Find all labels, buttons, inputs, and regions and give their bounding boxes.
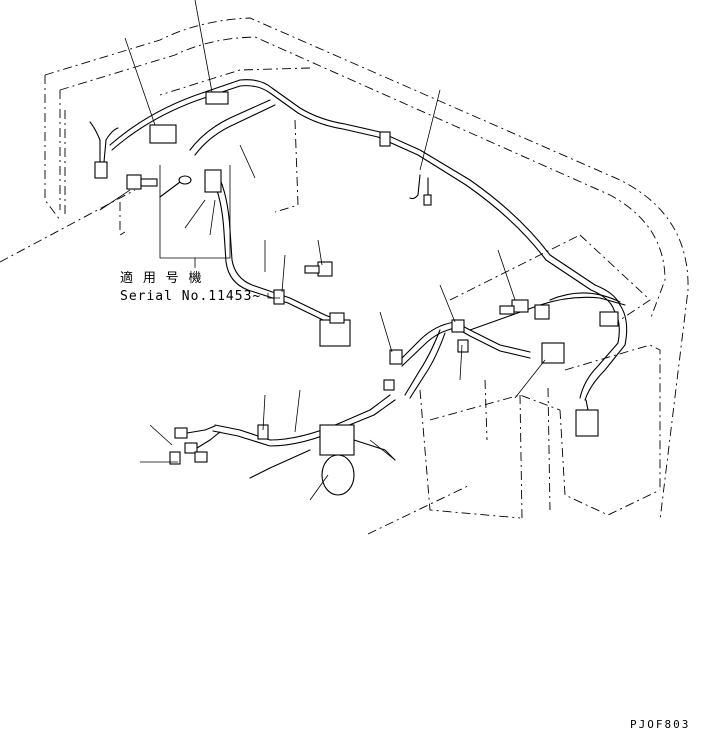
connector-left <box>149 124 177 144</box>
bolt-right <box>499 299 529 315</box>
connector-lower-right <box>575 409 599 437</box>
connectors <box>89 91 619 496</box>
main-harness <box>109 79 628 447</box>
serial-bracket <box>159 165 280 299</box>
drawing-code: PJOF803 <box>630 718 690 731</box>
leader-lines <box>99 0 546 501</box>
lower-bracket <box>319 424 355 456</box>
clamp-upper <box>204 169 222 193</box>
applicability-label-jp: 適 用 号 機 <box>120 270 202 286</box>
machine-outline <box>0 17 689 535</box>
connector-small-left <box>94 161 108 179</box>
clamp-center <box>319 319 351 347</box>
serial-number-label: Serial No.11453~ <box>120 289 261 304</box>
connector-right-mid <box>541 342 565 364</box>
bolt-center <box>304 261 333 277</box>
bolt-left <box>126 174 158 190</box>
connector-top <box>205 91 229 105</box>
